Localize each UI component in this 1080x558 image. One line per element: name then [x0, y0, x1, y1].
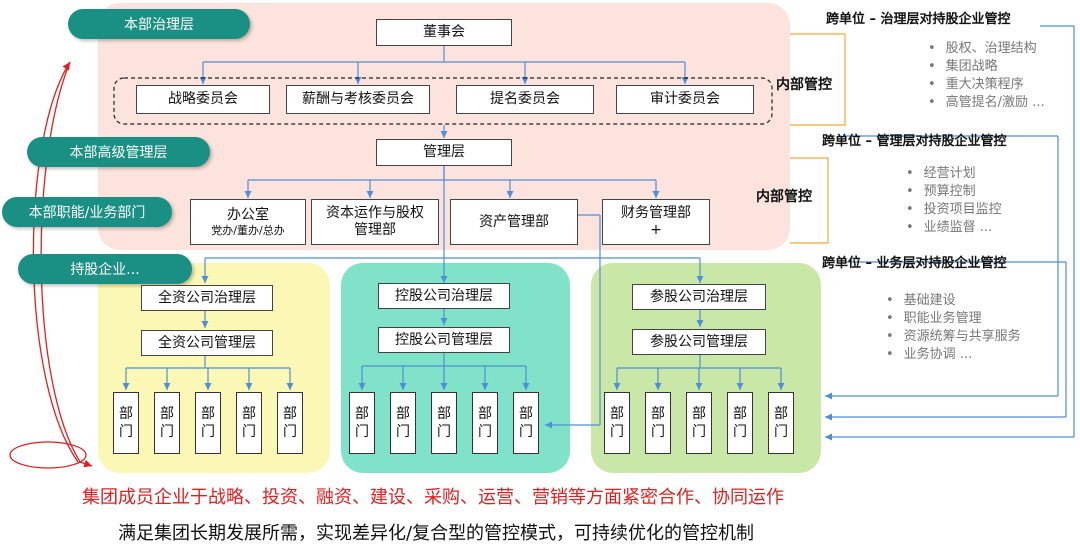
cross-unit-business-list: 基础建设 职能业务管理 资源统筹与共享服务 业务协调 ...: [886, 292, 1021, 364]
management-box: 管理层: [376, 139, 512, 166]
controlled-mgmt-box: 控股公司管理层: [378, 327, 510, 353]
bullet-item: 高管提名/激励 ...: [928, 94, 1045, 112]
cross-unit-business-title: 跨单位 – 业务层对持股企业管控: [822, 256, 1007, 271]
dept-box: 部门: [727, 392, 753, 454]
bullet-item: 职能业务管理: [886, 310, 1021, 328]
participating-mgmt-box: 参股公司管理层: [632, 329, 766, 355]
bullet-item: 股权、治理结构: [928, 40, 1045, 58]
dept-box: 部门: [349, 392, 375, 454]
dept-box: 部门: [195, 392, 221, 454]
dept-box: 部门: [645, 392, 671, 454]
dept-capital: 资本运作与股权管理部: [311, 199, 439, 245]
dept-box: 部门: [390, 392, 416, 454]
bullet-item: 业务协调 ...: [886, 346, 1021, 364]
layer-senior-mgmt: 本部高级管理层: [27, 137, 210, 167]
dept-box: 部门: [513, 392, 539, 454]
dept-box: 部门: [154, 392, 180, 454]
committee-nomination: 提名委员会: [456, 85, 594, 114]
dept-box: 部门: [113, 392, 139, 454]
internal-control-label-2: 内部管控: [756, 189, 812, 205]
dept-box: 部门: [472, 392, 498, 454]
bullet-item: 基础建设: [886, 292, 1021, 310]
cross-unit-governance-title: 跨单位 – 治理层对持股企业管控: [826, 12, 1011, 27]
dept-box: 部门: [431, 392, 457, 454]
controlled-gov-box: 控股公司治理层: [378, 283, 510, 309]
bullet-item: 集团战略: [928, 58, 1045, 76]
dept-office: 办公室 党办/董办/总办: [190, 199, 306, 245]
dept-finance: 财务管理部 +: [602, 199, 710, 245]
cross-unit-mgmt-title: 跨单位 – 管理层对持股企业管控: [822, 134, 1007, 149]
participating-gov-box: 参股公司治理层: [632, 284, 766, 310]
cross-unit-governance-list: 股权、治理结构 集团战略 重大决策程序 高管提名/激励 ...: [928, 40, 1045, 112]
dept-finance-label: 财务管理部: [621, 205, 691, 221]
bullet-item: 预算控制: [906, 183, 1002, 201]
footer-objective: 满足集团长期发展所需，实现差异化/复合型的管控模式，可持续优化的管控机制: [118, 523, 755, 544]
internal-control-label-1: 内部管控: [776, 77, 832, 93]
bullet-item: 投资项目监控: [906, 201, 1002, 219]
dept-box: 部门: [236, 392, 262, 454]
bullet-item: 经营计划: [906, 165, 1002, 183]
layer-functional: 本部职能/业务部门: [2, 197, 172, 227]
dept-office-sub: 党办/董办/总办: [211, 224, 285, 237]
dept-box: 部门: [604, 392, 630, 454]
dept-office-label: 办公室: [227, 207, 269, 223]
layer-governance: 本部治理层: [68, 9, 250, 39]
bullet-item: 重大决策程序: [928, 76, 1045, 94]
layer-holding: 持股企业...: [18, 254, 192, 284]
bullet-item: 资源统筹与共享服务: [886, 328, 1021, 346]
dept-box: 部门: [768, 392, 794, 454]
committee-audit: 审计委员会: [616, 85, 754, 114]
cross-unit-mgmt-list: 经营计划 预算控制 投资项目监控 业绩监督 ...: [906, 165, 1002, 237]
bullet-item: 业绩监督 ...: [906, 219, 1002, 237]
committee-strategy: 战略委员会: [136, 85, 270, 114]
committee-compensation: 薪酬与考核委员会: [286, 85, 430, 114]
footer-cooperation: 集团成员企业于战略、投资、融资、建设、采购、运营、营销等方面紧密合作、协同运作: [82, 487, 784, 508]
dept-box: 部门: [277, 392, 303, 454]
dept-finance-plus: +: [650, 222, 662, 238]
dept-box: 部门: [686, 392, 712, 454]
board-box: 董事会: [376, 19, 512, 46]
dept-asset: 资产管理部: [450, 199, 578, 245]
wholly-gov-box: 全资公司治理层: [141, 285, 273, 311]
wholly-mgmt-box: 全资公司管理层: [141, 330, 273, 356]
